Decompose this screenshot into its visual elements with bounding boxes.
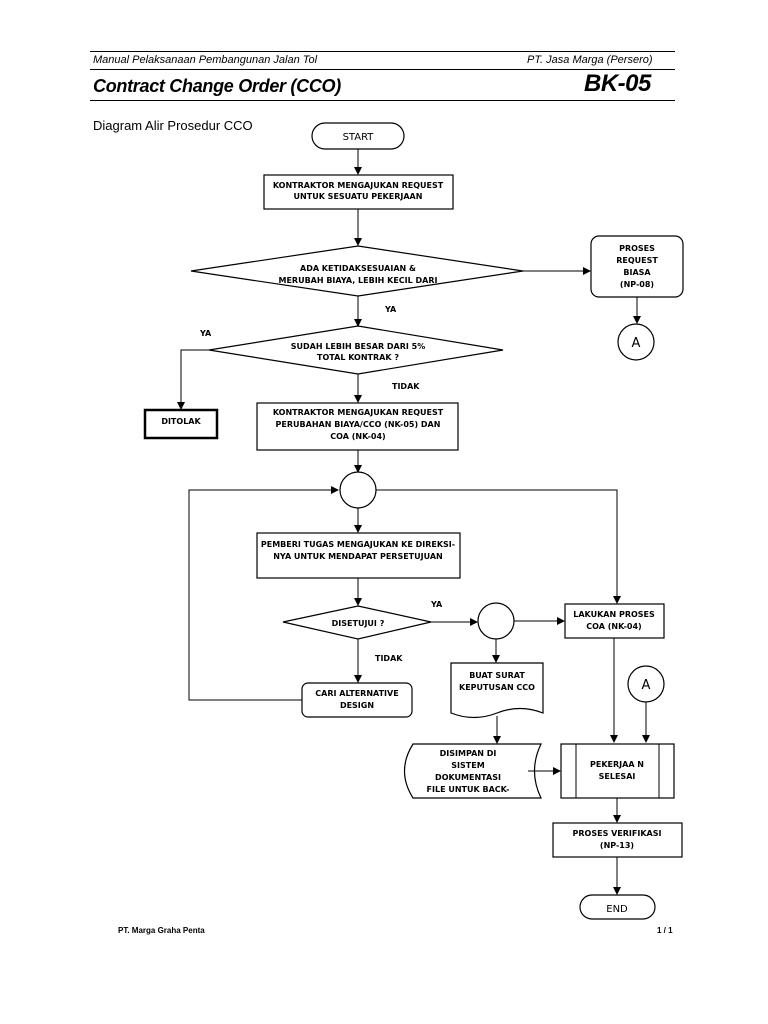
proses-line4: (NP-08): [620, 280, 654, 289]
footer-company: PT. Marga Graha Penta: [118, 926, 205, 935]
decision3-ya-label: YA: [430, 600, 443, 609]
connector-a-top-label: A: [632, 336, 641, 351]
decision-approved: DISETUJUI ?: [282, 605, 432, 640]
step-alternative-design: CARI ALTERNATIVE DESIGN: [301, 682, 413, 718]
decision1-ya-label: YA: [384, 305, 397, 314]
decision2-line1: SUDAH LEBIH BESAR DARI 5%: [291, 342, 425, 351]
step-request-work: KONTRAKTOR MENGAJUKAN REQUEST UNTUK SESU…: [263, 174, 454, 210]
step3-line1: PEMBERI TUGAS MENGAJUKAN KE DIREKSI-: [261, 540, 455, 549]
step2-line2: PERUBAHAN BIAYA/CCO (NK-05) DAN: [276, 420, 441, 429]
decision2-ya-label: YA: [199, 329, 212, 338]
pekerjaan-line1: PEKERJAA N: [590, 760, 644, 769]
proses-line2: REQUEST: [616, 256, 658, 265]
proses-line3: BIASA: [623, 268, 651, 277]
step2-line3: COA (NK-04): [330, 432, 385, 441]
proses-line1: PROSES: [619, 244, 655, 253]
header-top-rule: [90, 51, 675, 52]
ditolak-label: DITOLAK: [161, 417, 201, 426]
storage-dokumentasi: DISIMPAN DI SISTEM DOKUMENTASI FILE UNTU…: [403, 743, 542, 799]
step1-line1: KONTRAKTOR MENGAJUKAN REQUEST: [273, 181, 444, 190]
decision3-tidak-label: TIDAK: [375, 654, 403, 663]
decision-mismatch: ADA KETIDAKSESUAIAN & MERUBAH BIAYA, LEB…: [190, 245, 524, 297]
surat-line1: BUAT SURAT: [469, 671, 525, 680]
arrow-decision2-ditolak: [177, 349, 209, 410]
header-bottom-rule: [90, 100, 675, 101]
decision1-line1: ADA KETIDAKSESUAIAN &: [300, 264, 416, 273]
step-submit-direksi: PEMBERI TUGAS MENGAJUKAN KE DIREKSI- NYA…: [256, 532, 461, 579]
end-terminal: END: [579, 894, 656, 920]
company-name: PT. Jasa Marga (Persero): [527, 54, 653, 66]
verifikasi-line1: PROSES VERIFIKASI: [573, 829, 662, 838]
disimpan-line3: DOKUMENTASI: [435, 773, 501, 782]
header-mid-rule: [90, 69, 675, 70]
start-label: START: [343, 132, 375, 143]
footer-page-number: 1 / 1: [657, 926, 673, 935]
step3-line2: NYA UNTUK MENDAPAT PERSETUJUAN: [273, 552, 443, 561]
step-request-cco: KONTRAKTOR MENGAJUKAN REQUEST PERUBAHAN …: [256, 402, 459, 451]
manual-title: Manual Pelaksanaan Pembangunan Jalan Tol: [93, 54, 318, 66]
coa-line2: COA (NK-04): [586, 622, 641, 631]
pekerjaan-line2: SELESAI: [599, 772, 636, 781]
step2-line1: KONTRAKTOR MENGAJUKAN REQUEST: [273, 408, 444, 417]
verifikasi-line2: (NP-13): [600, 841, 634, 850]
alternative-line1: CARI ALTERNATIVE: [315, 689, 398, 698]
step1-line2: UNTUK SESUATU PEKERJAAN: [294, 192, 423, 201]
coa-line1: LAKUKAN PROSES: [573, 610, 655, 619]
document-surat-keputusan: BUAT SURAT KEPUTUSAN CCO: [450, 662, 544, 719]
disimpan-line4: FILE UNTUK BACK-: [427, 785, 510, 794]
decision2-line2: TOTAL KONTRAK ?: [317, 353, 399, 362]
connector-a-bottom: A: [627, 665, 665, 703]
decision2-tidak-label: TIDAK: [392, 382, 420, 391]
disimpan-line1: DISIMPAN DI: [440, 749, 497, 758]
alternative-line2: DESIGN: [340, 701, 374, 710]
step-pekerjaan-selesai: PEKERJAA N SELESAI: [560, 743, 675, 799]
end-label: END: [606, 904, 628, 915]
arrow-junction-coa: [376, 489, 621, 604]
decision1-line2: MERUBAH BIAYA, LEBIH KECIL DARI: [278, 276, 437, 285]
disimpan-line2: SISTEM: [451, 761, 484, 770]
connector-a-bottom-label: A: [642, 678, 651, 693]
junction-circle-approved: [477, 602, 515, 640]
connector-a-top: A: [617, 323, 655, 361]
surat-line2: KEPUTUSAN CCO: [459, 683, 535, 692]
document-title: Contract Change Order (CCO): [93, 76, 341, 96]
start-terminal: START: [311, 122, 405, 150]
step-verifikasi: PROSES VERIFIKASI (NP-13): [552, 822, 683, 858]
document-code: BK-05: [584, 70, 651, 97]
arrow-alternative-loop: [188, 486, 339, 701]
decision-five-percent: SUDAH LEBIH BESAR DARI 5% TOTAL KONTRAK …: [208, 325, 504, 375]
ditolak-box: DITOLAK: [143, 408, 219, 440]
step-process-coa: LAKUKAN PROSES COA (NK-04): [564, 603, 665, 639]
junction-circle-main: [339, 471, 377, 509]
process-request-biasa: PROSES REQUEST BIASA (NP-08): [590, 235, 684, 298]
decision3-label: DISETUJUI ?: [332, 619, 385, 628]
diagram-subtitle: Diagram Alir Prosedur CCO: [93, 118, 253, 133]
